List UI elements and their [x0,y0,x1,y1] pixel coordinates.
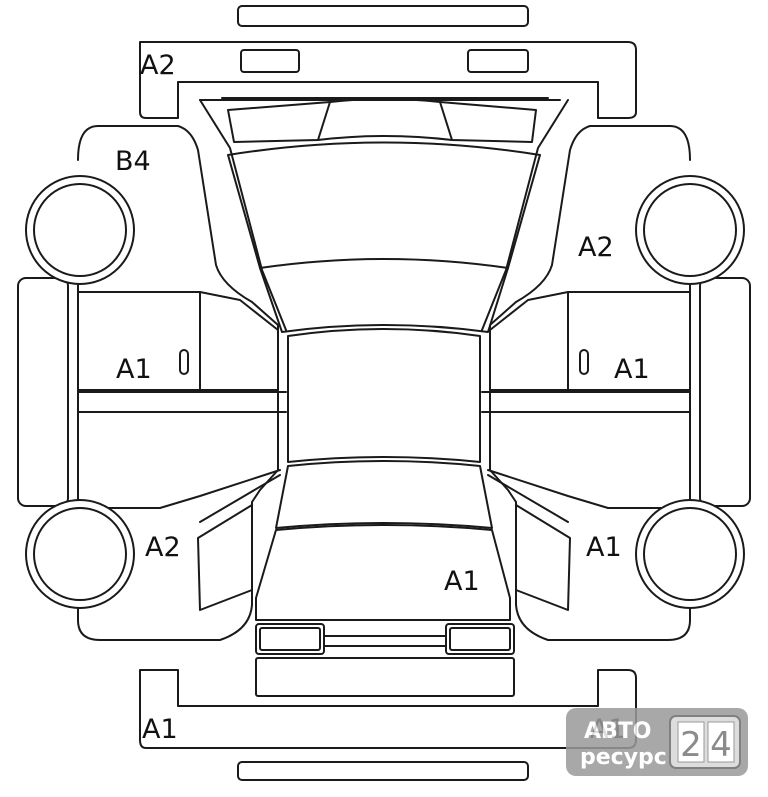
mark-left-front-door: A1 [116,354,152,385]
left-side-skirt [17,277,69,507]
front-bumper [139,41,637,119]
left-rear-line [199,474,281,523]
left-taillight [255,623,325,655]
front-roof-edge [259,267,509,333]
right-rear-wheel [635,499,745,609]
mark-rear-bumper-left: A1 [142,714,178,745]
left-sill [77,391,287,413]
tail-panel [323,635,447,647]
left-door-handle [179,349,189,375]
right-rear-door [487,411,691,509]
watermark-line2: ресурс [580,745,667,770]
right-front-wheel [635,175,745,285]
right-taillight-inner [449,627,511,651]
right-rear-quarter-window [515,504,571,611]
left-front-wheel [25,175,135,285]
left-taillight-inner [259,627,321,651]
front-bar [237,5,529,27]
left-front-door [77,291,279,391]
watermark-line1: АВТО [584,719,652,744]
right-door-handle [579,349,589,375]
right-side-skirt [699,277,751,507]
left-rear-quarter-window [197,504,253,611]
mark-left-rear-quarter: A2 [145,532,181,563]
mark-front-bumper: A2 [140,50,176,81]
rear-bar [237,761,529,781]
right-sill [481,391,691,413]
left-rear-door [77,411,281,509]
mark-left-front-fender: B4 [115,146,151,177]
windscreen [227,141,541,269]
roof [287,328,481,463]
right-taillight [445,623,515,655]
cowl-line [317,98,453,141]
mark-right-front-door: A1 [614,354,650,385]
a-pillar-lines [199,99,569,331]
mark-right-rear-quarter: A1 [586,532,622,563]
left-headlight [240,49,300,73]
left-rear-wheel [25,499,135,609]
right-front-door [489,291,691,391]
right-front-glass [439,101,537,143]
mark-right-front-fender: A2 [578,232,614,263]
rear-bumper [139,669,637,749]
right-rear-line [487,474,569,523]
watermark-digit2: 4 [710,725,732,765]
watermark-digit1: 2 [680,725,702,765]
trunk-lid [255,524,511,621]
mark-trunk-lid: A1 [444,566,480,597]
rear-window [275,460,493,529]
right-headlight [467,49,529,73]
avtoresurs-watermark: АВТО ресурс 2 4 [566,708,748,776]
left-front-glass [227,101,331,143]
rear-panel [255,657,515,697]
